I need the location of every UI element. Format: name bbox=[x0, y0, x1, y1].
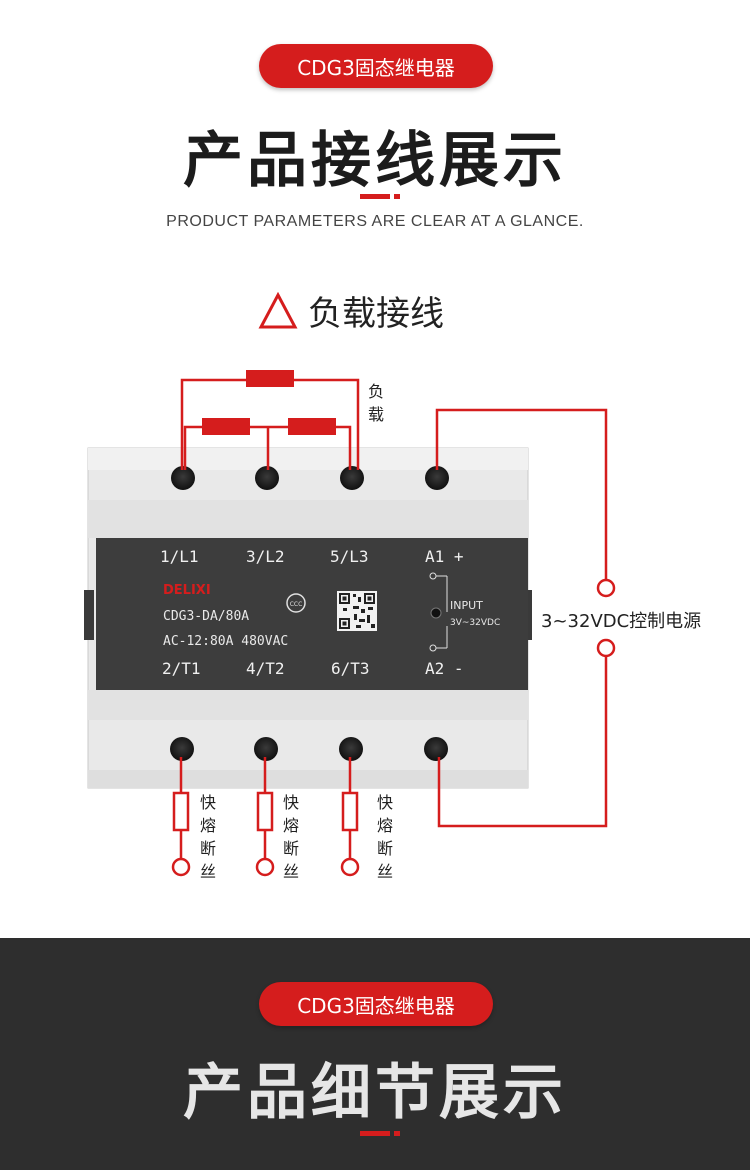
relay-front-panel bbox=[96, 538, 528, 690]
screw-a2 bbox=[424, 737, 448, 761]
bottom-screws bbox=[170, 737, 448, 761]
load-label-2: 载 bbox=[368, 405, 384, 424]
terminal-label-a1: A1 + bbox=[425, 547, 464, 566]
fuse-label-1c: 断 bbox=[200, 839, 216, 858]
relay-bottom-rib bbox=[88, 770, 528, 788]
fuse-label-3a: 快 bbox=[377, 793, 393, 812]
page-title: 产品接线展示 bbox=[183, 126, 567, 196]
control-wiring bbox=[435, 408, 608, 828]
rating-text: AC-12:80A 480VAC bbox=[163, 634, 288, 649]
triangle-icon bbox=[258, 291, 298, 328]
terminal-label-a2: A2 - bbox=[425, 659, 464, 678]
fuse-label-1a: 快 bbox=[200, 793, 216, 812]
screw-t1 bbox=[170, 737, 194, 761]
control-power-label: 3~32VDC控制电源 bbox=[541, 611, 701, 632]
section-heading: 负载接线 bbox=[258, 286, 444, 335]
details-underline-dot bbox=[394, 1131, 400, 1136]
screw-l2 bbox=[255, 466, 279, 490]
fuse-terminal-3 bbox=[340, 857, 360, 877]
input-symbol bbox=[429, 572, 448, 652]
top-screws bbox=[171, 466, 449, 490]
terminal-label-6t3: 6/T3 bbox=[331, 659, 370, 678]
load-resistor-right bbox=[288, 418, 336, 435]
din-clip-left bbox=[84, 590, 94, 640]
fuse-label-1b: 熔 bbox=[200, 816, 216, 835]
fuse-label-3c: 断 bbox=[377, 839, 393, 858]
section-title: 负载接线 bbox=[308, 294, 444, 334]
qr-code-icon bbox=[337, 591, 377, 631]
wiring-diagram: 1/L1 3/L2 5/L3 A1 + DELIXI CDG3-DA/80A A… bbox=[84, 370, 701, 881]
fuse-label-2d: 丝 bbox=[283, 862, 299, 881]
load-resistor-left bbox=[202, 418, 250, 435]
terminal-label-4t2: 4/T2 bbox=[246, 659, 285, 678]
title-underline-dot bbox=[394, 194, 400, 199]
fuse-label-1d: 丝 bbox=[200, 862, 216, 881]
fuse-label-2b: 熔 bbox=[283, 816, 299, 835]
fuse-label-3d: 丝 bbox=[377, 862, 393, 881]
fuse-terminal-1 bbox=[171, 857, 191, 877]
brand-logo: DELIXI bbox=[163, 583, 211, 598]
load-resistor-top bbox=[246, 370, 294, 387]
screw-t2 bbox=[254, 737, 278, 761]
screw-t3 bbox=[339, 737, 363, 761]
screw-l3 bbox=[340, 466, 364, 490]
indicator-led-icon bbox=[430, 607, 442, 619]
screw-l1 bbox=[171, 466, 195, 490]
model-number: CDG3-DA/80A bbox=[163, 609, 249, 624]
fuse-1 bbox=[172, 791, 190, 832]
terminal-label-2t1: 2/T1 bbox=[162, 659, 201, 678]
page-subtitle: PRODUCT PARAMETERS ARE CLEAR AT A GLANCE… bbox=[166, 213, 584, 230]
input-label: INPUT bbox=[450, 599, 483, 612]
load-label-1: 负 bbox=[368, 382, 384, 401]
fuse-2 bbox=[256, 791, 274, 832]
control-terminal-negative bbox=[596, 638, 616, 658]
product-badge: CDG3固态继电器 bbox=[259, 44, 493, 88]
control-terminal-positive bbox=[596, 578, 616, 598]
screw-a1 bbox=[425, 466, 449, 490]
relay-upper-step bbox=[88, 500, 528, 538]
relay-lower-step bbox=[88, 690, 528, 720]
ccc-mark-text: CCC bbox=[290, 601, 303, 608]
details-badge: CDG3固态继电器 bbox=[259, 982, 493, 1026]
fuse-terminal-2 bbox=[255, 857, 275, 877]
input-range: 3V~32VDC bbox=[450, 618, 500, 628]
fuse-label-2a: 快 bbox=[283, 793, 299, 812]
title-underline bbox=[360, 194, 390, 199]
fuse-label-3b: 熔 bbox=[377, 816, 393, 835]
fuse-3 bbox=[341, 791, 359, 832]
details-underline bbox=[360, 1131, 390, 1136]
fuse-labels: 快 熔 断 丝 快 熔 断 丝 快 熔 断 丝 bbox=[200, 793, 393, 881]
terminal-label-3l2: 3/L2 bbox=[246, 547, 285, 566]
fuse-label-2c: 断 bbox=[283, 839, 299, 858]
ccc-mark-icon bbox=[286, 593, 306, 613]
terminal-label-5l3: 5/L3 bbox=[330, 547, 369, 566]
relay-top-rib bbox=[88, 448, 528, 470]
details-title: 产品细节展示 bbox=[183, 1058, 567, 1128]
fuses bbox=[171, 791, 360, 877]
terminal-label-1l1: 1/L1 bbox=[160, 547, 199, 566]
